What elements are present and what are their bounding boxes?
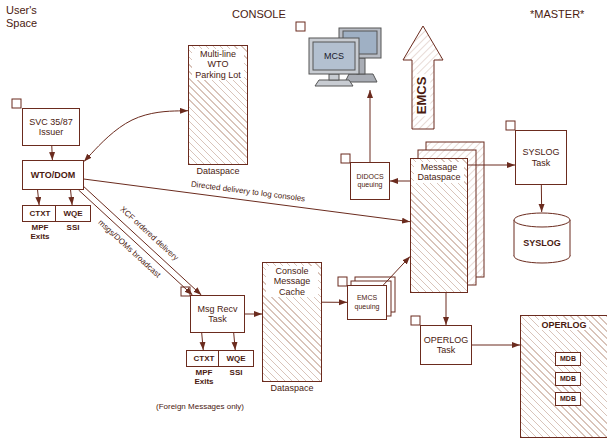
connector — [322, 302, 347, 303]
region-title: CONSOLE — [232, 8, 286, 21]
connector — [71, 190, 73, 205]
connector — [383, 257, 410, 285]
connector-label: Directed delivery to log consoles — [189, 181, 306, 204]
node-text: EMCS queuing — [350, 294, 384, 310]
node-text: MDB — [560, 375, 576, 383]
node-text: DIDOCS queuing — [353, 173, 387, 189]
console-icon: MCS — [305, 28, 385, 90]
monitor-screen — [313, 42, 355, 70]
dataspace-box: Console Message CacheDataspace — [262, 262, 322, 382]
process-box: WQESSI — [55, 205, 91, 222]
cylinder-side — [570, 220, 571, 256]
dataset-cylinder: SYSLOG — [513, 212, 571, 264]
corner-tab — [411, 316, 420, 325]
corner-tab — [12, 99, 21, 108]
dataspace-box: Multi-line WTO Parking LotDataspace — [188, 45, 248, 165]
connector — [541, 185, 542, 212]
connector — [84, 111, 188, 162]
region-title: User's Space — [6, 4, 56, 29]
emcs-arrow: EMCS — [402, 25, 444, 130]
connector-label: XCF ordered delivery — [118, 205, 180, 263]
process-box: MDB — [555, 392, 581, 406]
node-text: SVC 35/87 Issuer — [25, 117, 77, 138]
connector — [468, 165, 515, 166]
outside-label: SSI — [56, 223, 90, 232]
node-text: Multi-line WTO Parking Lot — [192, 49, 244, 80]
node-text: OPERLOG — [539, 320, 588, 330]
dataspace-box: Message Dataspace — [410, 158, 468, 293]
outside-label: MPF Exits — [23, 223, 57, 241]
connector — [370, 90, 371, 162]
connector — [79, 190, 193, 295]
connector — [234, 333, 236, 350]
node-text: MDB — [560, 395, 576, 403]
process-box: DIDOCS queuing — [350, 162, 390, 200]
process-box: MDB — [555, 372, 581, 386]
corner-tab — [338, 277, 347, 286]
process-box: CTXTMPF Exits — [186, 350, 222, 367]
process-box: CTXTMPF Exits — [22, 205, 58, 222]
connector — [472, 345, 520, 346]
monitor — [309, 38, 359, 74]
node-text: Message Dataspace — [414, 162, 464, 183]
node-text: MCS — [313, 42, 355, 70]
connector — [446, 293, 447, 325]
node-text: CTXT — [194, 354, 215, 363]
process-box: SYSLOG Task — [515, 130, 567, 185]
node-text: SYSLOG — [523, 238, 561, 248]
monitor-base — [315, 80, 353, 86]
connector — [51, 146, 53, 160]
outside-label: Dataspace — [196, 166, 239, 176]
cylinder-side — [514, 220, 515, 256]
node-text: OPERLOG Task — [423, 335, 469, 356]
node-text: MDB — [560, 355, 576, 363]
node-text: SYSLOG Task — [518, 147, 564, 168]
node-text: CTXT — [30, 209, 51, 218]
process-box: WTO/DOM — [22, 160, 84, 190]
monitor-stand — [329, 74, 339, 80]
node-text: Console Message Cache — [266, 266, 318, 297]
node-text: WQE — [226, 354, 245, 363]
node-text: Msg Recv Task — [193, 304, 242, 325]
process-box: EMCS queuing — [347, 285, 387, 320]
process-box: WQESSI — [218, 350, 254, 367]
process-box: Msg Recv Task — [190, 295, 245, 333]
console-icon-outline — [305, 28, 385, 90]
corner-tab — [296, 22, 305, 31]
node-text: WQE — [63, 209, 82, 218]
corner-tab — [506, 121, 515, 130]
region-title: *MASTER* — [530, 8, 584, 21]
node-text: EMCS — [416, 75, 431, 117]
node-text: WTO/DOM — [31, 170, 75, 180]
note: (Foreign Messages only) — [156, 402, 244, 411]
outside-label: Dataspace — [270, 383, 313, 393]
connector-label: msgs/DOMs broadcast — [96, 218, 163, 280]
cylinder-top — [514, 213, 570, 227]
process-box: OPERLOG Task — [420, 325, 472, 365]
connector — [38, 190, 40, 205]
log-region: OPERLOG MDB MDB MDB — [520, 315, 607, 438]
process-box: SVC 35/87 Issuer — [22, 108, 80, 146]
connector — [202, 333, 204, 350]
connector — [390, 181, 410, 182]
connector — [245, 314, 262, 315]
connector — [84, 187, 201, 295]
outside-label: MPF Exits — [187, 368, 221, 386]
corner-tab — [341, 154, 350, 163]
process-box: MDB — [555, 352, 581, 366]
outside-label: SSI — [219, 368, 253, 377]
arrow-outline — [403, 26, 443, 129]
